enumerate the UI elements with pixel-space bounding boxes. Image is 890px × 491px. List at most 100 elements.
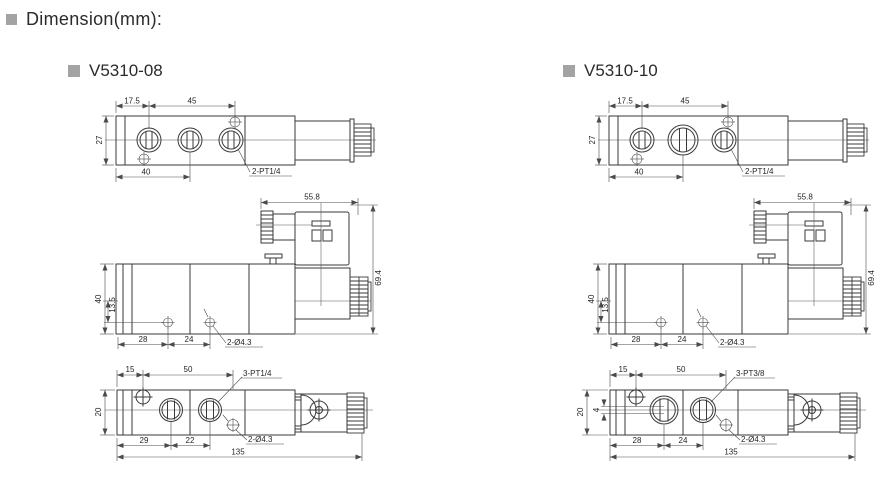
cable-connector-hatch xyxy=(839,392,861,434)
dim-label: 40 xyxy=(94,294,103,303)
port-circle xyxy=(690,397,716,423)
dim-label: 28 xyxy=(139,335,148,344)
port-thread-label: 2-PT1/4 xyxy=(252,167,281,176)
solenoid-outline xyxy=(294,267,351,320)
dim-label: 135 xyxy=(724,448,738,457)
dim-label: 17.5 xyxy=(124,97,140,106)
dim-label: 50 xyxy=(677,365,686,374)
dim-label: 24 xyxy=(678,335,687,344)
port-thread-label: 3-PT1/4 xyxy=(243,369,272,378)
connector-housing xyxy=(294,211,350,266)
dim-label: 40 xyxy=(587,294,596,303)
pilot-hole-mark xyxy=(630,115,735,166)
dimensions xyxy=(100,198,378,349)
cable-connector-hatch xyxy=(353,123,375,157)
dim-label: 28 xyxy=(633,436,642,445)
dim-label: 55.8 xyxy=(304,193,320,202)
port-thread-label: 2-PT1/4 xyxy=(745,167,774,176)
cable-connector-hatch xyxy=(346,392,368,434)
dim-label: 45 xyxy=(188,97,197,106)
dim-label: 69.4 xyxy=(867,270,876,286)
dim-label: 45 xyxy=(681,97,690,106)
dim-label: 20 xyxy=(94,407,103,416)
terminal-hatch xyxy=(349,276,372,317)
dim-label: 15 xyxy=(126,365,135,374)
model-title: V5310-10 xyxy=(584,61,658,80)
bottom-view: 15 50 20 4 28 24 135 3-PT3/8 2-Ø4.3 xyxy=(576,365,866,461)
dimensions xyxy=(100,370,363,461)
page-header: Dimension(mm): xyxy=(6,9,162,30)
dimensions xyxy=(102,101,292,182)
mounting-hole xyxy=(654,316,710,329)
side-view: 40 13.5 28 24 55.8 69.4 2-Ø4.3 xyxy=(94,193,383,349)
dim-label: 24 xyxy=(185,335,194,344)
dimensions xyxy=(593,198,871,349)
v5310-10-drawing: 17.5 45 27 40 2-PT1/4 xyxy=(576,97,876,461)
valve-body-outline xyxy=(609,389,841,436)
din-connector xyxy=(753,210,843,266)
hole-diameter-label: 2-Ø4.3 xyxy=(720,338,745,347)
port-thread-label: 3-PT3/8 xyxy=(736,369,765,378)
terminal-pin xyxy=(322,229,333,242)
hole-diameter-label: 2-Ø4.3 xyxy=(741,435,766,444)
valve-body-outline xyxy=(115,253,351,335)
top-view: 17.5 45 27 40 2-PT1/4 xyxy=(588,97,869,182)
manual-override xyxy=(762,257,770,265)
dim-label: 69.4 xyxy=(374,270,383,286)
side-view: 40 13.5 28 24 55.8 69.4 2-Ø4.3 xyxy=(587,193,876,349)
solenoid-outline xyxy=(787,267,844,320)
din-connector xyxy=(260,210,350,266)
port-circle-large xyxy=(649,395,679,425)
pilot-hole-mark xyxy=(137,115,242,166)
hole-diameter-label: 2-Ø4.3 xyxy=(227,338,252,347)
model-header-v5310-10: V5310-10 xyxy=(563,61,658,81)
terminal-pin xyxy=(804,229,815,242)
cable-connector-hatch xyxy=(846,123,868,157)
dim-label: 29 xyxy=(140,436,149,445)
dim-label: 27 xyxy=(588,135,597,144)
mounting-screw xyxy=(133,387,153,407)
dim-label: 27 xyxy=(95,135,104,144)
solenoid-outline xyxy=(294,120,351,161)
gland-neck xyxy=(765,213,789,241)
model-title: V5310-08 xyxy=(89,61,163,80)
dim-label: 13.5 xyxy=(108,297,117,313)
hole-diameter-label: 2-Ø4.3 xyxy=(248,435,273,444)
dim-label: 22 xyxy=(186,436,195,445)
dim-label: 24 xyxy=(679,436,688,445)
dim-label: 40 xyxy=(635,168,644,177)
valve-body-outline xyxy=(116,389,348,436)
dimensions xyxy=(595,101,785,182)
pilot-hole-mark xyxy=(719,418,733,432)
port-circle xyxy=(218,127,244,153)
model-bullet-icon xyxy=(68,65,80,77)
port-circle xyxy=(198,398,222,422)
manual-override xyxy=(757,253,776,259)
top-view: 17.5 45 27 40 2-PT1/4 xyxy=(95,97,376,182)
dim-label: 28 xyxy=(632,335,641,344)
dim-label: 15 xyxy=(619,365,628,374)
port-circle xyxy=(177,127,203,153)
dim-label: 13.5 xyxy=(601,297,610,313)
port-circle xyxy=(629,127,655,153)
dim-label: 135 xyxy=(231,448,245,457)
dim-label: 55.8 xyxy=(797,193,813,202)
terminal-pin xyxy=(311,229,322,242)
dim-label: 50 xyxy=(184,365,193,374)
manual-override xyxy=(269,257,277,265)
section-bullet-icon xyxy=(6,14,17,25)
page-title: Dimension(mm): xyxy=(26,9,163,29)
dim-label: 40 xyxy=(142,168,151,177)
mounting-hole xyxy=(161,316,217,329)
mounting-screw xyxy=(626,387,646,407)
connector-housing xyxy=(787,211,843,266)
terminal-pin xyxy=(815,229,826,242)
gland-neck xyxy=(272,213,296,241)
dim-label: 17.5 xyxy=(617,97,633,106)
pilot-hole-mark xyxy=(226,418,240,432)
port-circle xyxy=(711,127,737,153)
port-circle-large xyxy=(667,124,699,156)
terminal-hatch xyxy=(842,276,865,317)
port-circle xyxy=(159,398,183,422)
valve-body-outline xyxy=(608,253,844,335)
